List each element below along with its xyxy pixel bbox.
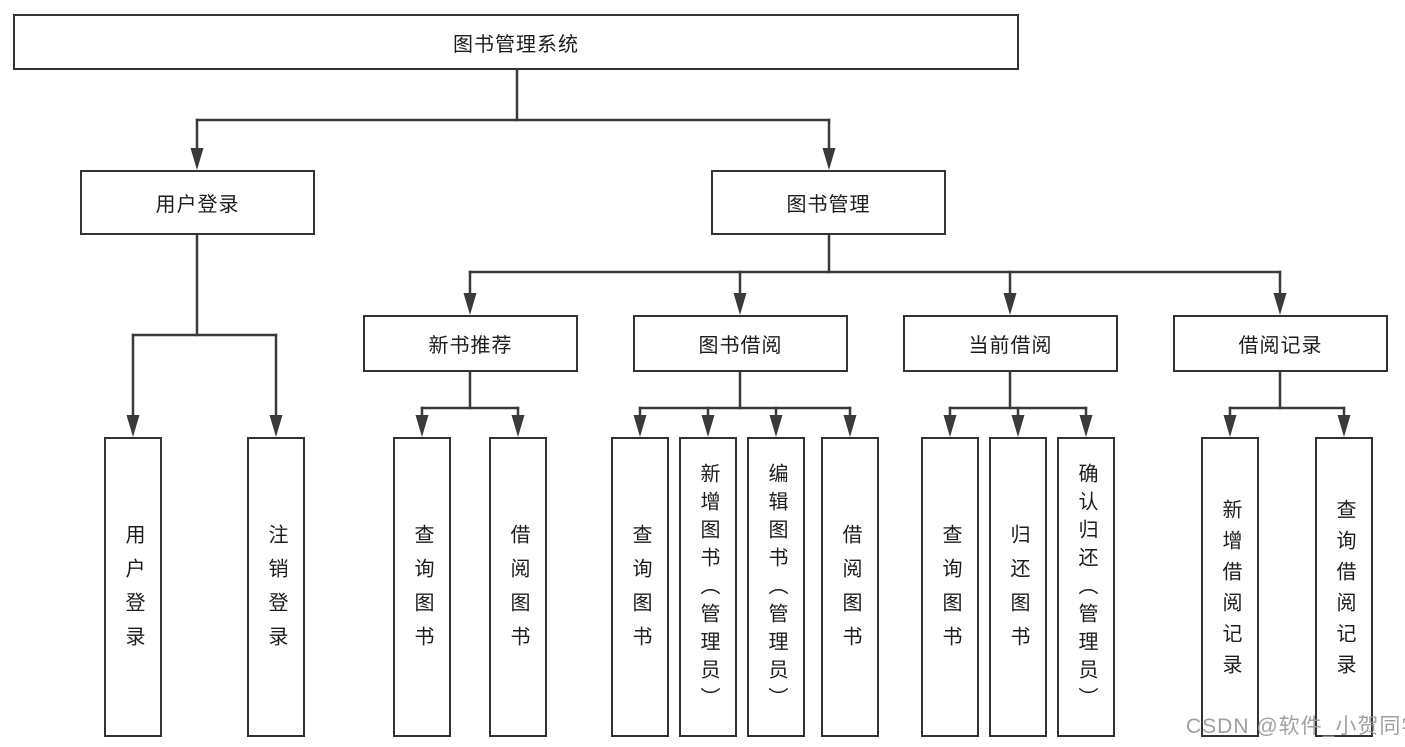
leaf-query-books-recommend: 查询图书: [393, 437, 451, 737]
leaf-query-books-current: 查询图书: [921, 437, 979, 737]
leaf-add-books-admin: 新增图书（管理员）: [679, 437, 737, 737]
node-book-management: 图书管理: [711, 170, 946, 235]
node-user-login: 用户登录: [80, 170, 315, 235]
leaf-query-books-borrow: 查询图书: [611, 437, 669, 737]
leaf-borrow-books-recommend: 借阅图书: [489, 437, 547, 737]
node-root: 图书管理系统: [13, 14, 1019, 70]
leaf-add-borrow-record: 新增借阅记录: [1201, 437, 1259, 737]
node-current-borrow: 当前借阅: [903, 315, 1118, 372]
leaf-query-borrow-record: 查询借阅记录: [1315, 437, 1373, 737]
node-new-book-recommend: 新书推荐: [363, 315, 578, 372]
leaf-edit-books-admin: 编辑图书（管理员）: [747, 437, 805, 737]
leaf-user-login: 用户登录: [104, 437, 162, 737]
node-borrow-records: 借阅记录: [1173, 315, 1388, 372]
leaf-confirm-return-admin: 确认归还（管理员）: [1057, 437, 1115, 737]
csdn-watermark: CSDN @软件_小贺同学: [1186, 715, 1405, 738]
arrowhead-icons: [126, 148, 1351, 437]
node-book-borrow: 图书借阅: [633, 315, 848, 372]
leaf-logout: 注销登录: [247, 437, 305, 737]
leaf-return-books: 归还图书: [989, 437, 1047, 737]
leaf-borrow-books: 借阅图书: [821, 437, 879, 737]
